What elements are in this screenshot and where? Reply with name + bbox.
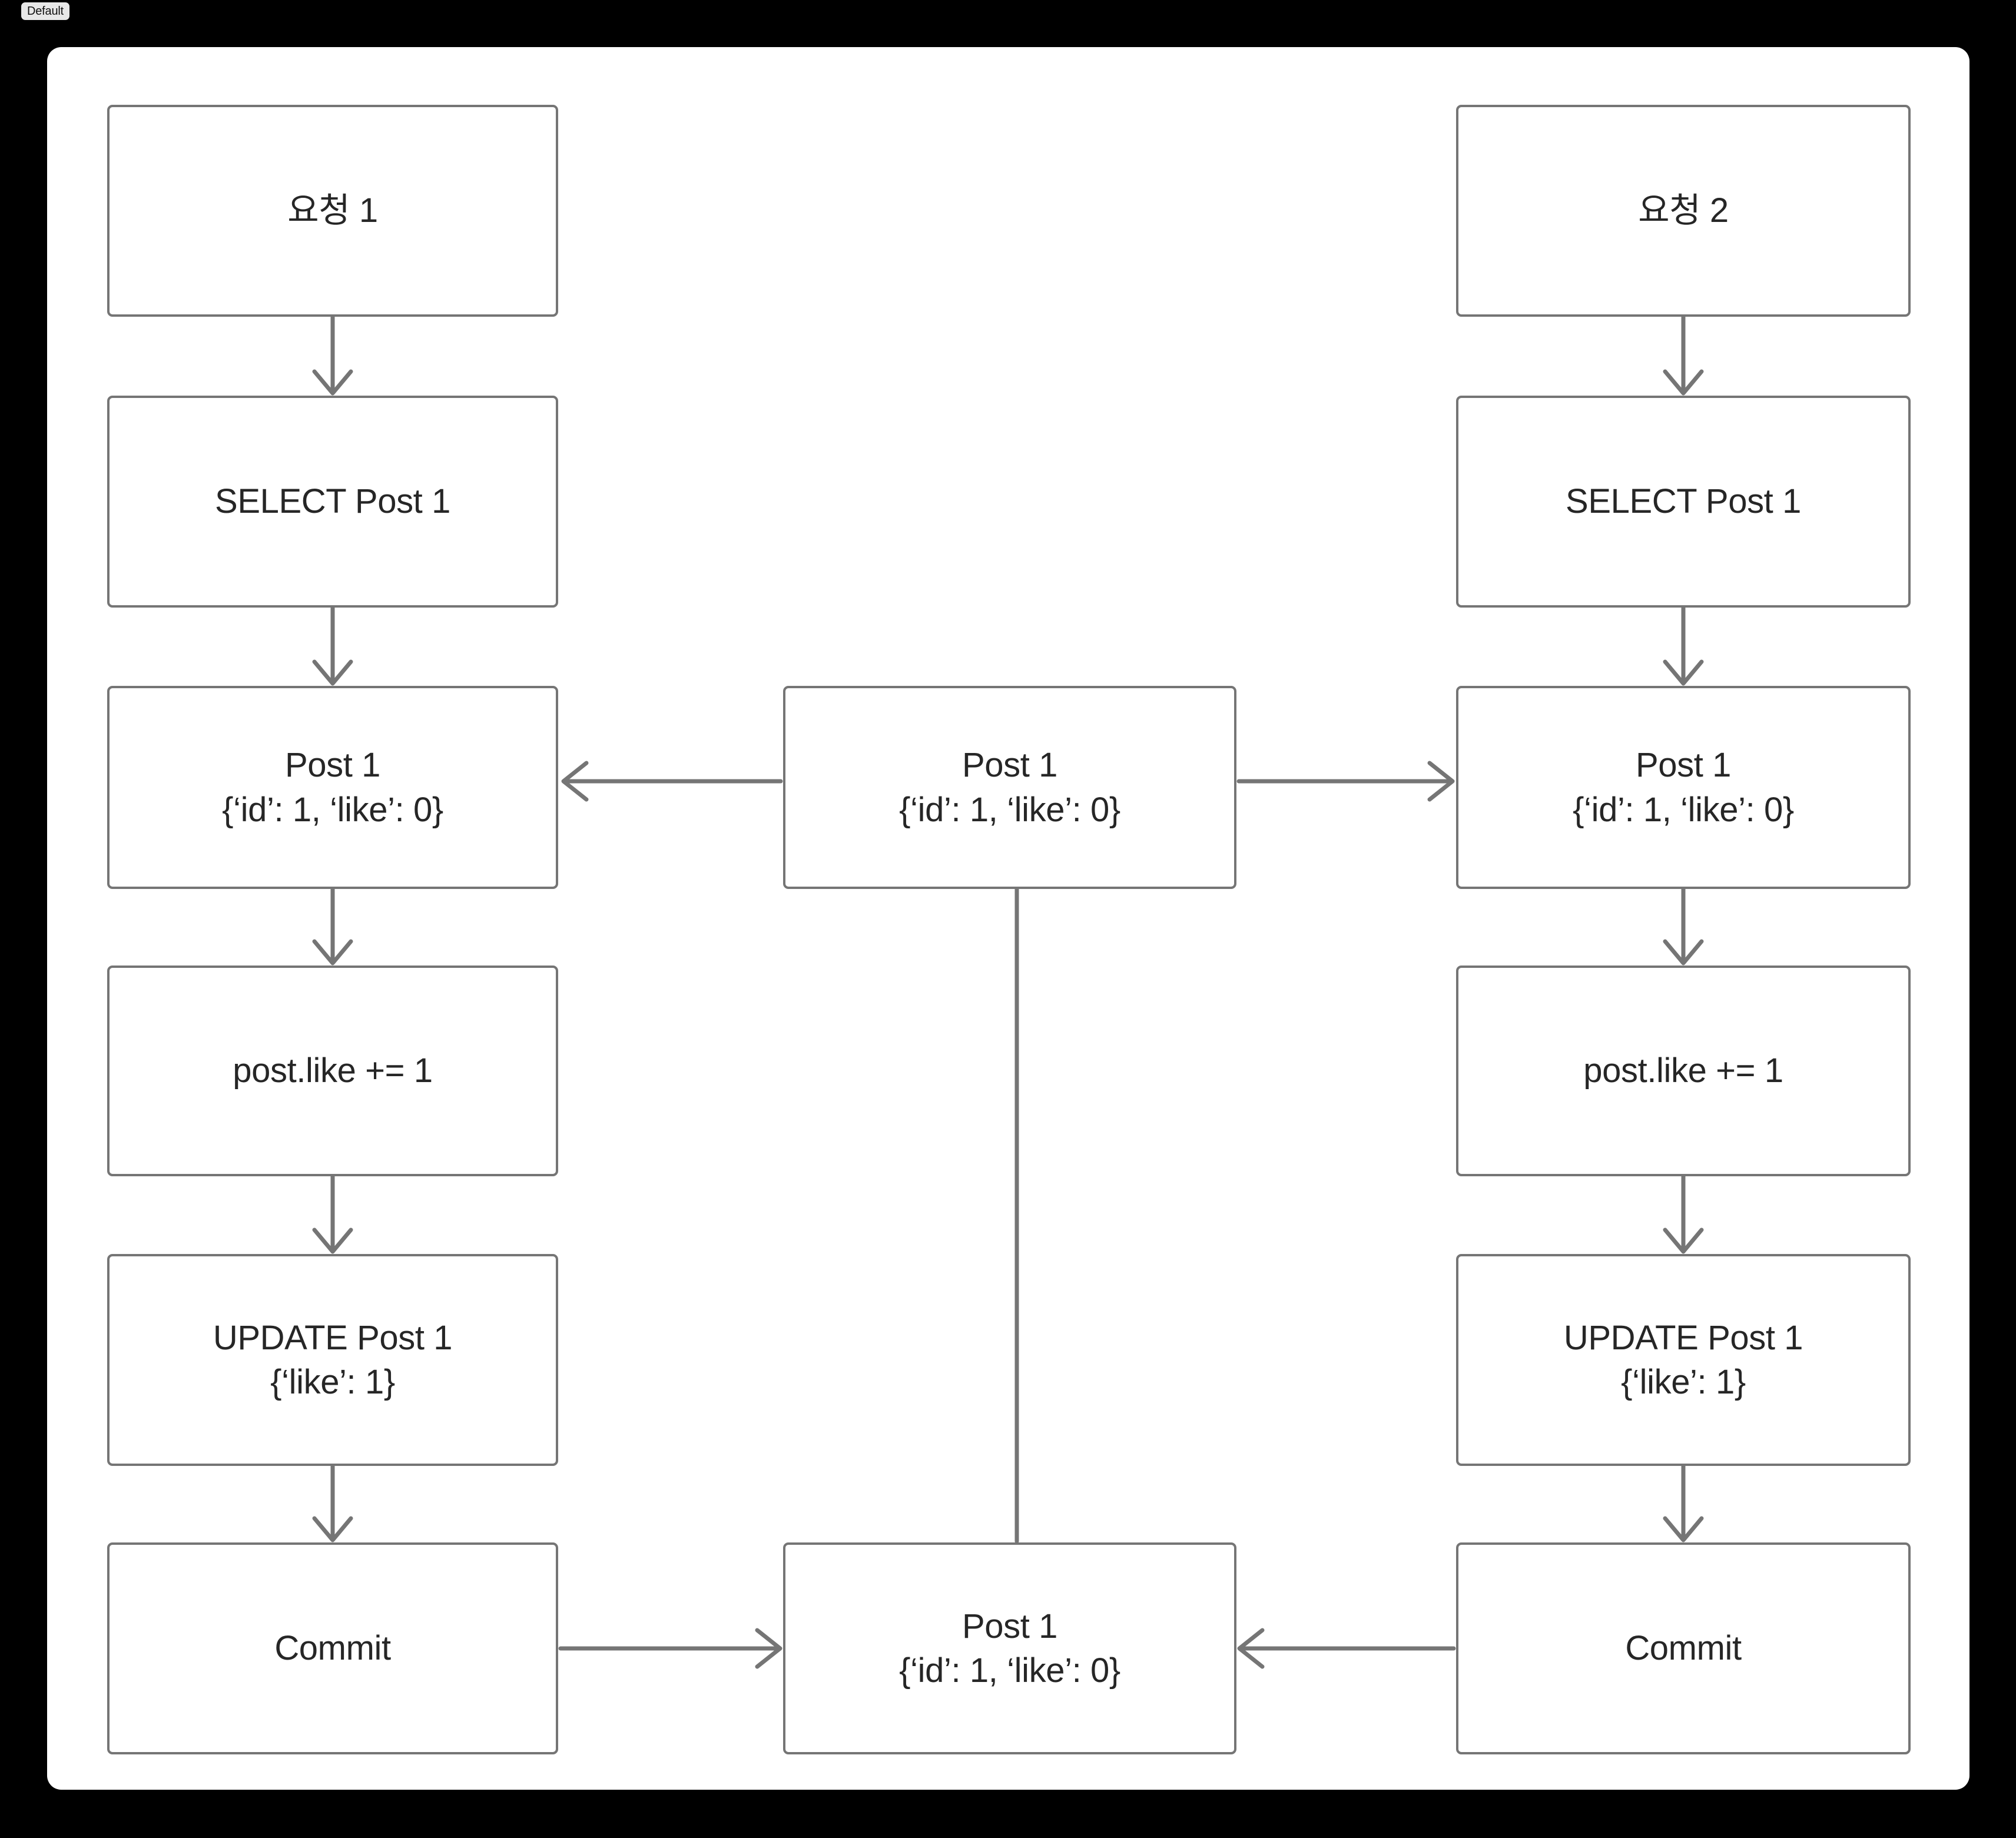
node-update-right[interactable]: UPDATE Post 1 {‘like’: 1} bbox=[1456, 1254, 1911, 1466]
node-db-before[interactable]: Post 1 {‘id’: 1, ‘like’: 0} bbox=[783, 686, 1236, 889]
node-post-right-line2: {‘id’: 1, ‘like’: 0} bbox=[1573, 790, 1794, 829]
node-update-right-line2: {‘like’: 1} bbox=[1621, 1363, 1746, 1401]
node-post-left-line1: Post 1 bbox=[284, 746, 381, 785]
node-req1[interactable]: 요청 1 bbox=[107, 105, 558, 317]
node-select-left[interactable]: SELECT Post 1 bbox=[107, 396, 558, 608]
node-increment-left[interactable]: post.like += 1 bbox=[107, 966, 558, 1176]
node-select-right-line1: SELECT Post 1 bbox=[1566, 482, 1801, 521]
node-req1-line1: 요청 1 bbox=[287, 191, 378, 230]
node-update-left[interactable]: UPDATE Post 1 {‘like’: 1} bbox=[107, 1254, 558, 1466]
node-post-right[interactable]: Post 1 {‘id’: 1, ‘like’: 0} bbox=[1456, 686, 1911, 889]
node-update-left-line2: {‘like’: 1} bbox=[270, 1363, 395, 1401]
node-select-left-line1: SELECT Post 1 bbox=[215, 482, 450, 521]
node-commit-left[interactable]: Commit bbox=[107, 1542, 558, 1754]
node-req2-line1: 요청 2 bbox=[1638, 191, 1729, 230]
node-select-right[interactable]: SELECT Post 1 bbox=[1456, 396, 1911, 608]
node-commit-right[interactable]: Commit bbox=[1456, 1542, 1911, 1754]
diagram-canvas bbox=[47, 47, 1969, 1790]
default-badge[interactable]: Default bbox=[21, 2, 69, 20]
node-post-right-line1: Post 1 bbox=[1635, 746, 1732, 785]
node-db-after[interactable]: Post 1 {‘id’: 1, ‘like’: 0} bbox=[783, 1542, 1236, 1754]
node-post-left[interactable]: Post 1 {‘id’: 1, ‘like’: 0} bbox=[107, 686, 558, 889]
node-db-after-line1: Post 1 bbox=[961, 1607, 1058, 1645]
node-update-left-line1: UPDATE Post 1 bbox=[213, 1318, 453, 1357]
node-req2[interactable]: 요청 2 bbox=[1456, 105, 1911, 317]
node-commit-right-line1: Commit bbox=[1625, 1629, 1742, 1668]
node-post-left-line2: {‘id’: 1, ‘like’: 0} bbox=[222, 790, 443, 829]
node-db-before-line1: Post 1 bbox=[961, 746, 1058, 785]
node-db-after-line2: {‘id’: 1, ‘like’: 0} bbox=[899, 1651, 1120, 1690]
node-increment-right-line1: post.like += 1 bbox=[1583, 1051, 1783, 1090]
node-increment-left-line1: post.like += 1 bbox=[233, 1051, 433, 1090]
node-commit-left-line1: Commit bbox=[274, 1629, 391, 1668]
node-increment-right[interactable]: post.like += 1 bbox=[1456, 966, 1911, 1176]
node-db-before-line2: {‘id’: 1, ‘like’: 0} bbox=[899, 790, 1120, 829]
node-update-right-line1: UPDATE Post 1 bbox=[1563, 1318, 1803, 1357]
